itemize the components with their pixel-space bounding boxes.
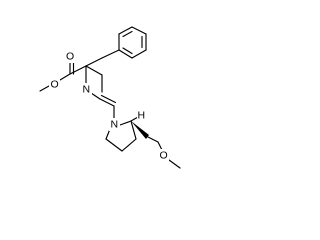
ring-bond-4 (131, 49, 147, 59)
chemical-structure-diagram: O O N N H O (39, 26, 181, 169)
ester-c-o-single-bond (59, 73, 71, 81)
pyrrolidine-bond-c4-c5 (105, 138, 123, 152)
atom-label-methoxy-o: O (158, 149, 169, 162)
ring-bond-5 (118, 49, 133, 59)
ch2-to-quaternary-c-bond (85, 57, 103, 67)
wedge-bond (131, 121, 149, 139)
quaternary-c-to-ester-c-bond (69, 65, 87, 75)
ring-to-ch2-bond (101, 49, 120, 59)
ring-inner-bond-1 (122, 30, 133, 38)
ester-carbonyl-o-label: O (66, 51, 74, 63)
atom-label-imine-n: N (81, 83, 92, 96)
ring-bond-2 (131, 26, 147, 35)
pyrrolidine-bond-c2-c3 (130, 120, 137, 140)
ch2-to-o-connector (157, 141, 163, 151)
methoxy-o-label: O (160, 150, 168, 162)
pyrrolidine-bond-c3-c4 (121, 138, 137, 152)
imine-n-to-ch-bond (90, 92, 101, 100)
imine-ch-double-bond-b (100, 94, 117, 104)
ring-inner-bond-3 (122, 47, 133, 55)
ch2-to-methoxy-o-bond (147, 136, 159, 143)
ring-bond-1 (118, 26, 133, 35)
ester-o-methyl-bond (39, 85, 50, 92)
benzene-ring (118, 26, 147, 59)
atom-label-stereo-h: H (137, 109, 147, 122)
imine-ch-double-bond-a (99, 98, 115, 107)
atom-label-ester-carbonyl-o: O (64, 50, 75, 63)
stereo-h-label: H (138, 110, 146, 122)
atom-label-pyrrolidine-n: N (109, 118, 120, 131)
methoxy-o-to-ch3-bond (168, 159, 181, 169)
imine-n-label: N (83, 84, 91, 96)
ester-ether-o-label: O (51, 79, 59, 91)
pyrrolidine-n-label: N (111, 119, 119, 131)
atom-label-ester-ether-o: O (49, 78, 60, 91)
pyrrolidine-bond-n-c2 (119, 120, 132, 126)
stereo-h-bond (130, 116, 139, 122)
quaternary-c-to-ethyl-bond (85, 65, 103, 76)
